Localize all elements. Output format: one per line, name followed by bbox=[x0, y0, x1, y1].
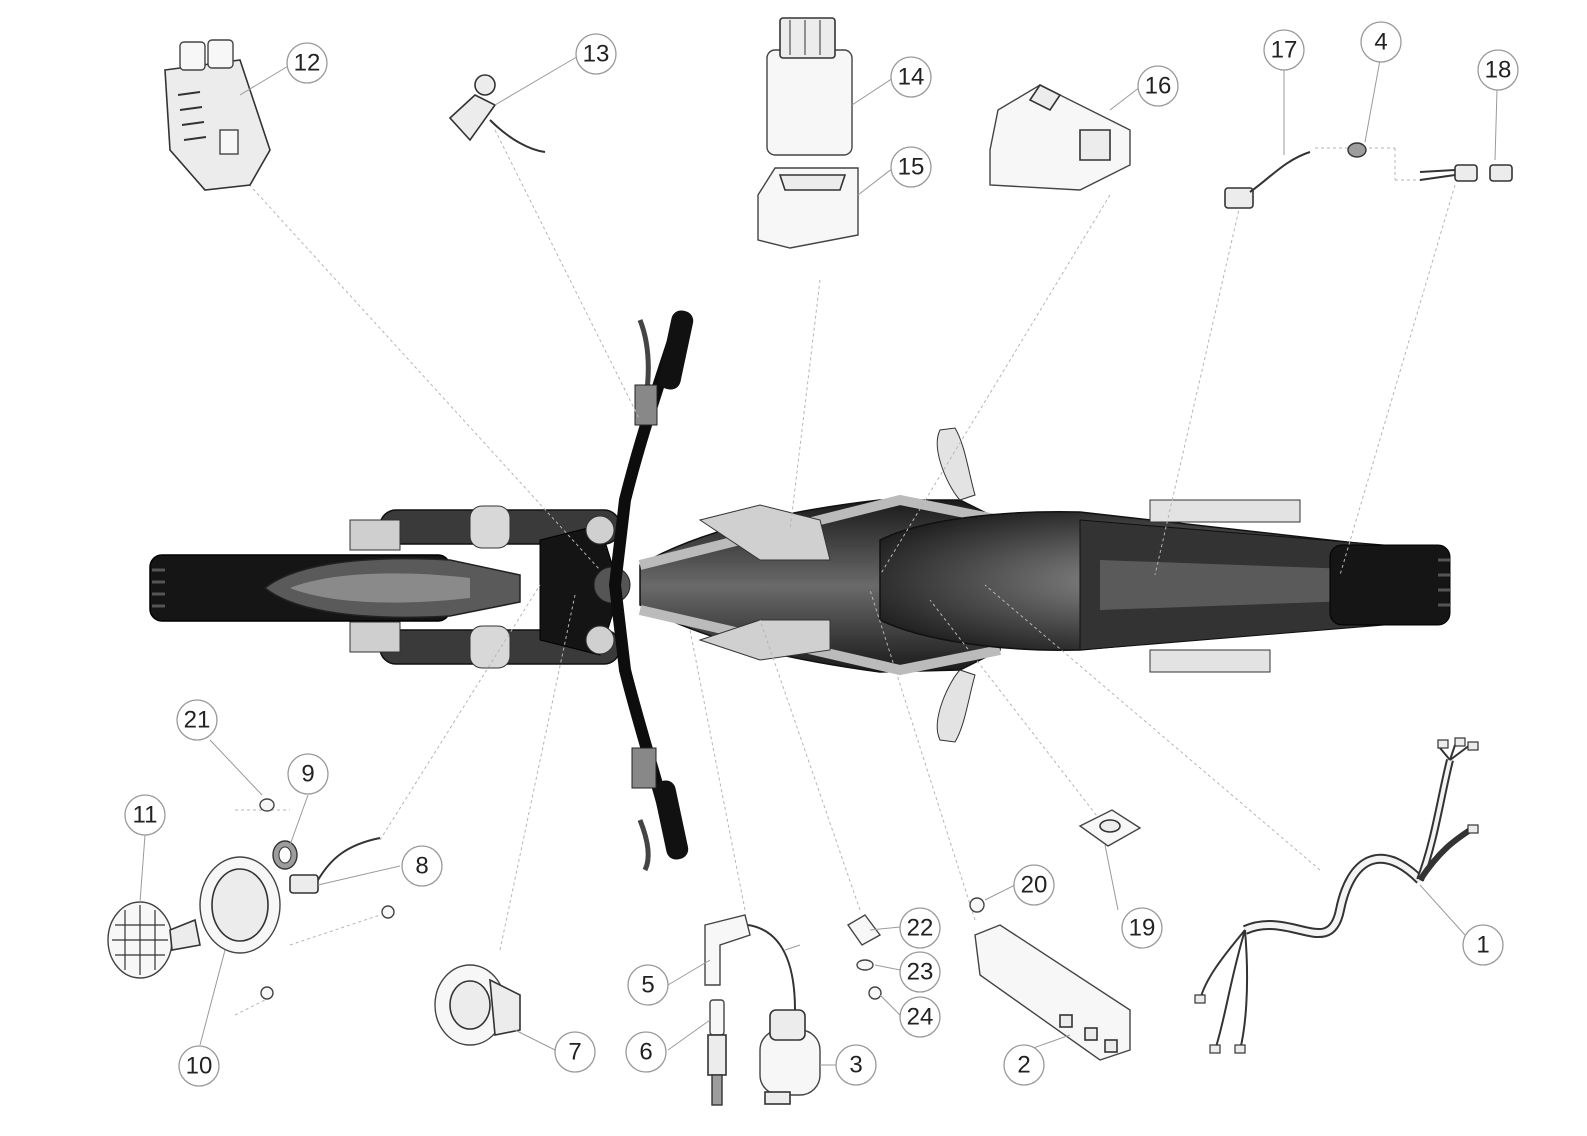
part-3-ignition-coil bbox=[759, 1009, 821, 1105]
callout-13: 13 bbox=[575, 33, 617, 75]
engine-cover bbox=[698, 504, 831, 561]
callout-1-label: 1 bbox=[1476, 932, 1489, 959]
callout-16-label: 16 bbox=[1145, 73, 1172, 100]
part-8-bulb-holder bbox=[289, 837, 381, 894]
callout-20-label: 20 bbox=[1021, 872, 1048, 899]
part-12-switch-housing bbox=[164, 39, 271, 191]
callout-19-label: 19 bbox=[1129, 915, 1156, 942]
part-21-screw bbox=[259, 798, 275, 812]
callout-15-label: 15 bbox=[898, 154, 925, 181]
part-19-clip bbox=[1078, 809, 1142, 847]
callout-5: 5 bbox=[627, 964, 669, 1006]
callout-9: 9 bbox=[287, 753, 329, 795]
callout-21-label: 21 bbox=[184, 707, 211, 734]
part-2-bracket-plate bbox=[974, 924, 1131, 1061]
part-10-headlight-housing bbox=[199, 856, 395, 1000]
callout-2: 2 bbox=[1003, 1044, 1045, 1086]
callout-10-label: 10 bbox=[186, 1053, 213, 1080]
callout-5-label: 5 bbox=[641, 972, 654, 999]
callout-4: 4 bbox=[1360, 21, 1402, 63]
front-tire-tread bbox=[152, 568, 165, 608]
callout-13-label: 13 bbox=[583, 41, 610, 68]
callout-2-label: 2 bbox=[1017, 1052, 1030, 1079]
part-5-spark-plug-cap bbox=[704, 914, 801, 1011]
part-17-connector-wire bbox=[1224, 151, 1311, 209]
callout-8-label: 8 bbox=[415, 853, 428, 880]
footpeg-left bbox=[936, 669, 976, 743]
callout-23: 23 bbox=[899, 951, 941, 993]
lever-left bbox=[637, 819, 651, 872]
callout-9-label: 9 bbox=[301, 761, 314, 788]
callout-24-label: 24 bbox=[907, 1004, 934, 1031]
part-22-bracket bbox=[846, 914, 882, 946]
swingarm-top bbox=[1149, 499, 1301, 523]
callout-23-label: 23 bbox=[907, 959, 934, 986]
callout-14: 14 bbox=[890, 56, 932, 98]
part-4-grommet bbox=[1347, 142, 1367, 158]
callout-19: 19 bbox=[1121, 907, 1163, 949]
callout-11-label: 11 bbox=[133, 802, 158, 829]
callout-6: 6 bbox=[625, 1031, 667, 1073]
callout-24: 24 bbox=[899, 996, 941, 1038]
callout-18: 18 bbox=[1477, 49, 1519, 91]
part-18-bulb-socket bbox=[1419, 164, 1513, 182]
leader-lines bbox=[234, 129, 1456, 1016]
grip-right bbox=[658, 310, 694, 390]
callout-4-label: 4 bbox=[1374, 29, 1387, 56]
part-9-grommet bbox=[272, 840, 298, 870]
callout-12-label: 12 bbox=[294, 50, 321, 77]
callout-17: 17 bbox=[1263, 29, 1305, 71]
callout-3: 3 bbox=[835, 1044, 877, 1086]
callout-3-label: 3 bbox=[849, 1052, 862, 1079]
grip-left bbox=[653, 780, 689, 860]
motorcycle-top-view bbox=[149, 310, 1451, 872]
part-23-washer bbox=[856, 959, 874, 971]
callout-6-label: 6 bbox=[639, 1039, 652, 1066]
part-11-headlight-lens bbox=[107, 901, 201, 979]
callout-11: 11 bbox=[124, 794, 166, 836]
part-14-cdi-unit bbox=[766, 17, 853, 156]
part-15-cdi-holder bbox=[757, 167, 859, 249]
callout-21: 21 bbox=[176, 699, 218, 741]
part-1-wiring-harness bbox=[1194, 737, 1479, 1054]
callout-20: 20 bbox=[1013, 864, 1055, 906]
part-20-screw bbox=[969, 897, 985, 913]
part-6-spark-plug bbox=[707, 999, 727, 1106]
callout-10: 10 bbox=[178, 1045, 220, 1087]
rear-tire bbox=[1329, 544, 1451, 626]
part-16-bracket-block bbox=[989, 83, 1131, 191]
callout-1: 1 bbox=[1462, 924, 1504, 966]
callout-15: 15 bbox=[890, 146, 932, 188]
callout-18-label: 18 bbox=[1485, 57, 1512, 84]
callout-7: 7 bbox=[554, 1031, 596, 1073]
callout-7-label: 7 bbox=[568, 1039, 581, 1066]
callout-12: 12 bbox=[286, 42, 328, 84]
callout-14-label: 14 bbox=[898, 64, 925, 91]
part-13-kill-switch bbox=[448, 74, 546, 153]
callout-17-label: 17 bbox=[1271, 37, 1298, 64]
part-7-horn bbox=[434, 964, 521, 1046]
callout-22-label: 22 bbox=[907, 915, 934, 942]
callout-22: 22 bbox=[899, 907, 941, 949]
frame-tube bbox=[638, 494, 1001, 570]
footpeg-right bbox=[936, 427, 976, 501]
callout-leaders bbox=[139, 54, 1498, 1066]
callout-16: 16 bbox=[1137, 65, 1179, 107]
swingarm-bottom bbox=[1149, 649, 1271, 673]
part-24-screw bbox=[868, 986, 882, 1000]
callout-8: 8 bbox=[401, 845, 443, 887]
